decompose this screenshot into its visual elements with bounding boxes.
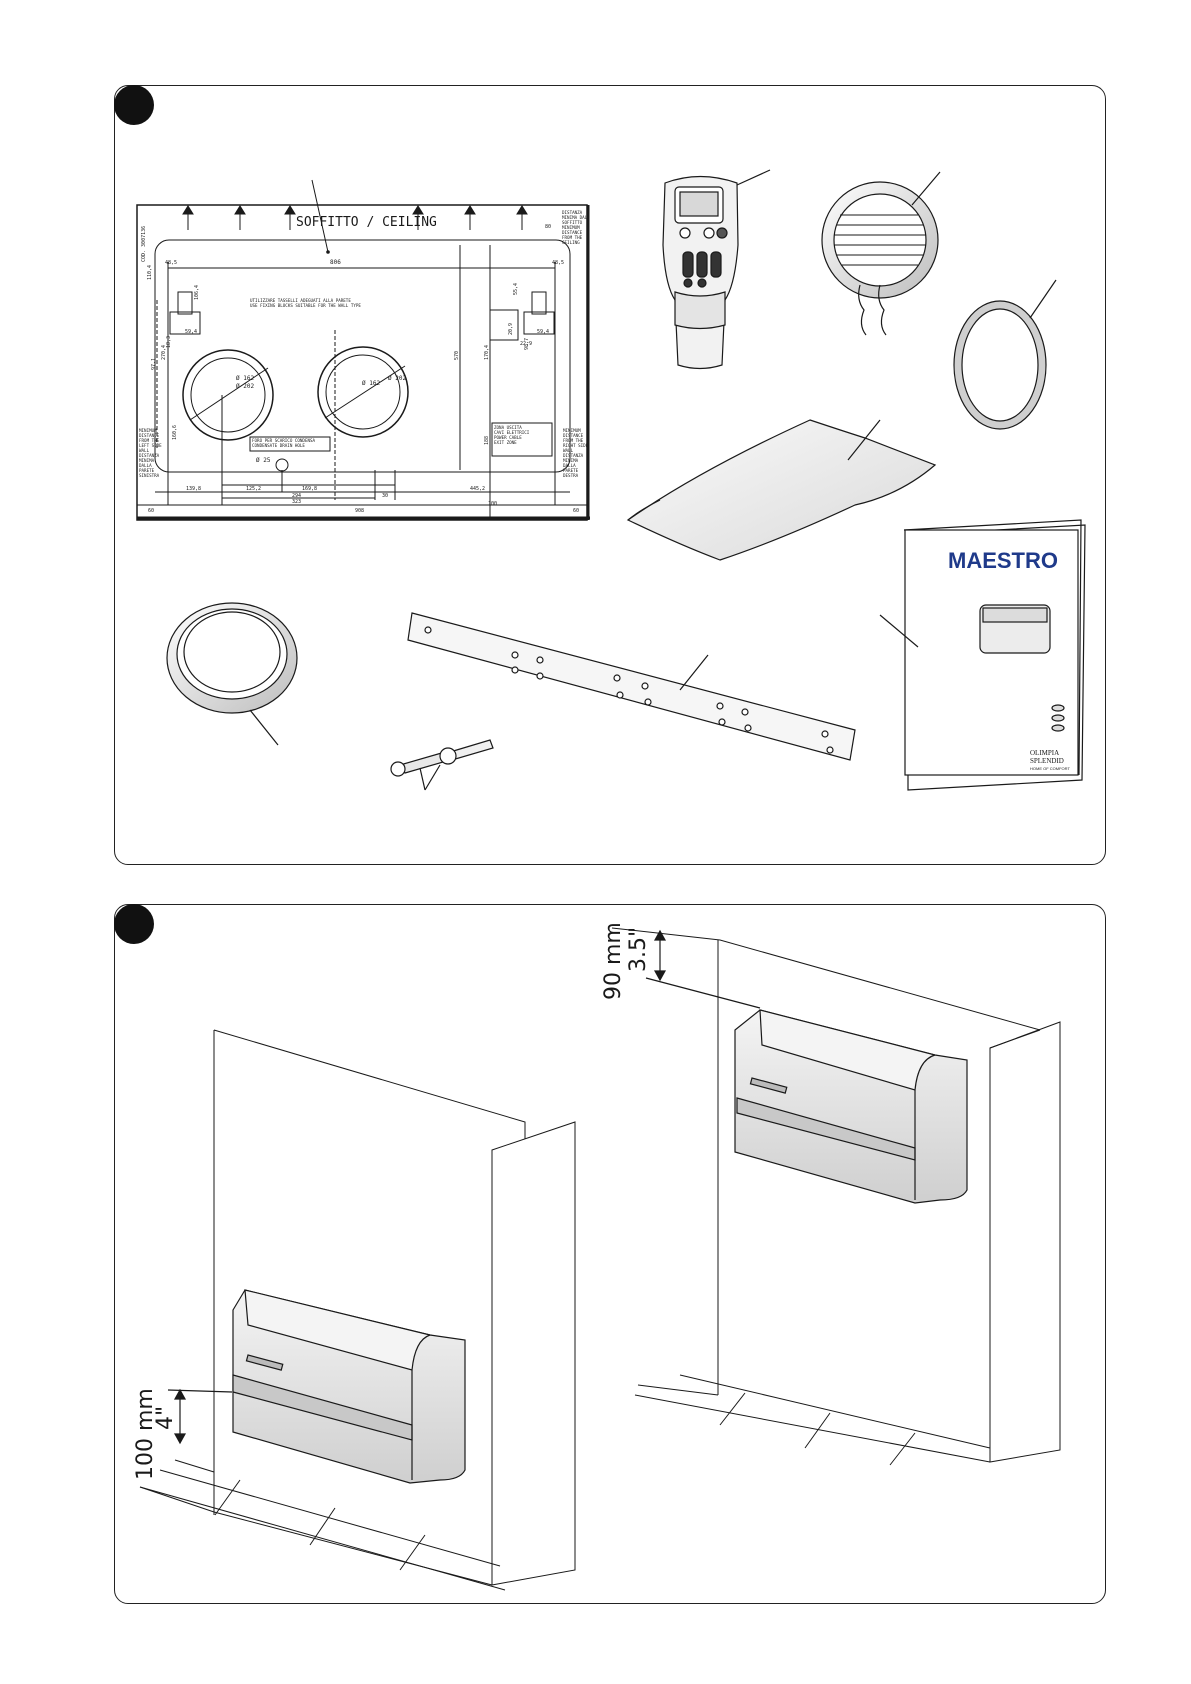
user-manual-illustration: [879, 519, 1086, 791]
manual-maker-3: HOME OF COMFORT: [1030, 766, 1070, 771]
dim-170: 170,4: [484, 345, 490, 360]
dim-55: 55,4: [513, 283, 519, 295]
dim-48-left: 48,5: [165, 260, 177, 266]
template-code: COD. 3007136: [141, 226, 147, 262]
dim-60-left: 60: [148, 508, 154, 514]
left-clearance-marker: [167, 1388, 233, 1445]
dim-20: 20,9: [508, 323, 514, 335]
wall-installation-scene: [611, 927, 1061, 1466]
right-clearance-marker: [645, 929, 761, 1009]
dim-125: 125,2: [246, 486, 261, 492]
dim-806: 806: [330, 259, 341, 266]
dim-110: 110,4: [147, 265, 153, 280]
manual-brand: MAESTRO: [948, 548, 1058, 573]
hole2-diameter-outer: Ø 202: [388, 375, 406, 382]
dim-18: 18,3: [166, 336, 172, 348]
ceiling-label: SOFFITTO / CEILING: [296, 215, 437, 230]
insulation-sheet-illustration: [626, 419, 937, 561]
drilling-template: [136, 204, 590, 521]
dim-908: 908: [355, 508, 364, 514]
dim-294: 294: [292, 493, 301, 499]
floor-installation-scene: [139, 1029, 576, 1591]
template-labels: SOFFITTO / CEILING COD. 3007136 806 48,5…: [141, 215, 579, 514]
hole1-diameter-outer: Ø 202: [236, 383, 254, 390]
dim-97: 97,1: [151, 358, 157, 370]
remote-control-illustration: [662, 169, 771, 370]
template-leader: [311, 179, 329, 253]
right-clearance-mm: 90 mm: [601, 922, 626, 1000]
dim-106: 106,4: [194, 285, 200, 300]
drill-note: UTILIZZARE TASSELLI ADEGUATI ALLA PARETE…: [250, 298, 361, 308]
right-clearance-in: 3.5": [626, 927, 651, 972]
dim-60-right: 60: [573, 508, 579, 514]
manual-maker: OLIMPIA: [1030, 749, 1059, 757]
left-clearance-mm: 100 mm: [133, 1388, 158, 1480]
hole2-diameter-inner: Ø 162: [362, 380, 380, 387]
manual-maker-2: SPLENDID: [1030, 757, 1064, 765]
dim-139: 139,8: [186, 486, 201, 492]
dim-59-left: 59,4: [185, 329, 197, 335]
ceiling-arrows: [182, 205, 528, 230]
dim-169: 169,8: [302, 486, 317, 492]
dim-160: 160,6: [172, 425, 178, 440]
dim-48-right: 48,5: [552, 260, 564, 266]
dim-22: 22,9: [520, 341, 532, 347]
drain-hole-diameter: Ø 25: [256, 457, 271, 464]
dim-188: 188: [484, 436, 490, 445]
left-clearance-in: 4": [153, 1406, 178, 1430]
dim-100: 100: [488, 501, 497, 507]
panel-installation-clearance: [114, 904, 1106, 1604]
dim-570: 570: [454, 351, 460, 360]
wall-flange-illustration: [166, 602, 298, 746]
dim-80: 80: [545, 224, 551, 230]
dim-323: 323: [292, 499, 301, 505]
split-ring-illustration: [953, 279, 1057, 430]
dim-445: 445,2: [470, 486, 485, 492]
section-marker-2: [114, 904, 154, 944]
dim-59-right: 59,4: [537, 329, 549, 335]
dim-98: 98,7: [524, 338, 530, 350]
mounting-bracket-illustration: [407, 612, 856, 761]
screw-and-anchor-illustration: [390, 739, 494, 791]
unit-wall: [734, 1009, 968, 1204]
dim-270: 270,4: [161, 345, 167, 360]
section-marker-1: [114, 85, 154, 125]
wall-grille-illustration: [821, 171, 941, 336]
unit-floor: [232, 1289, 466, 1484]
dim-30: 30: [382, 493, 388, 499]
hole1-diameter-inner: Ø 162: [236, 375, 254, 382]
